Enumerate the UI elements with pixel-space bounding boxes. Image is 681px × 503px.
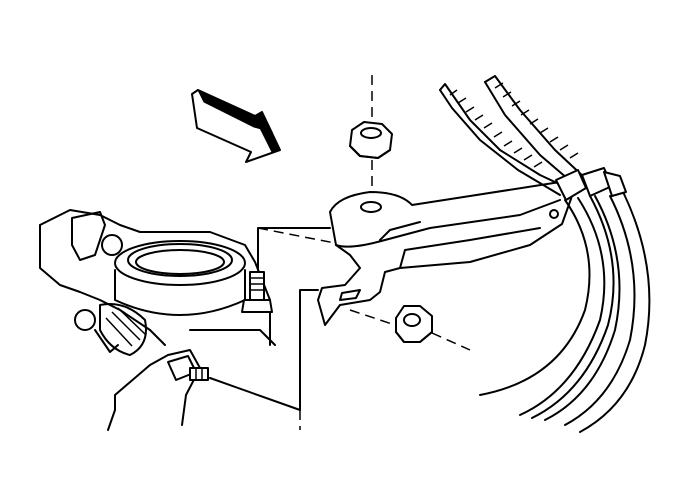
- lower-flange-icon: [107, 349, 201, 431]
- top-nut-icon: [349, 121, 393, 159]
- stud-left-icon: [241, 271, 273, 313]
- throttle-body-icon: [39, 209, 276, 356]
- side-nut-icon: [395, 305, 433, 343]
- control-cables-icon: [439, 75, 651, 433]
- direction-arrow-icon: [191, 88, 281, 163]
- stud-lower-icon: [167, 355, 209, 381]
- cable-bracket-icon: [317, 181, 573, 326]
